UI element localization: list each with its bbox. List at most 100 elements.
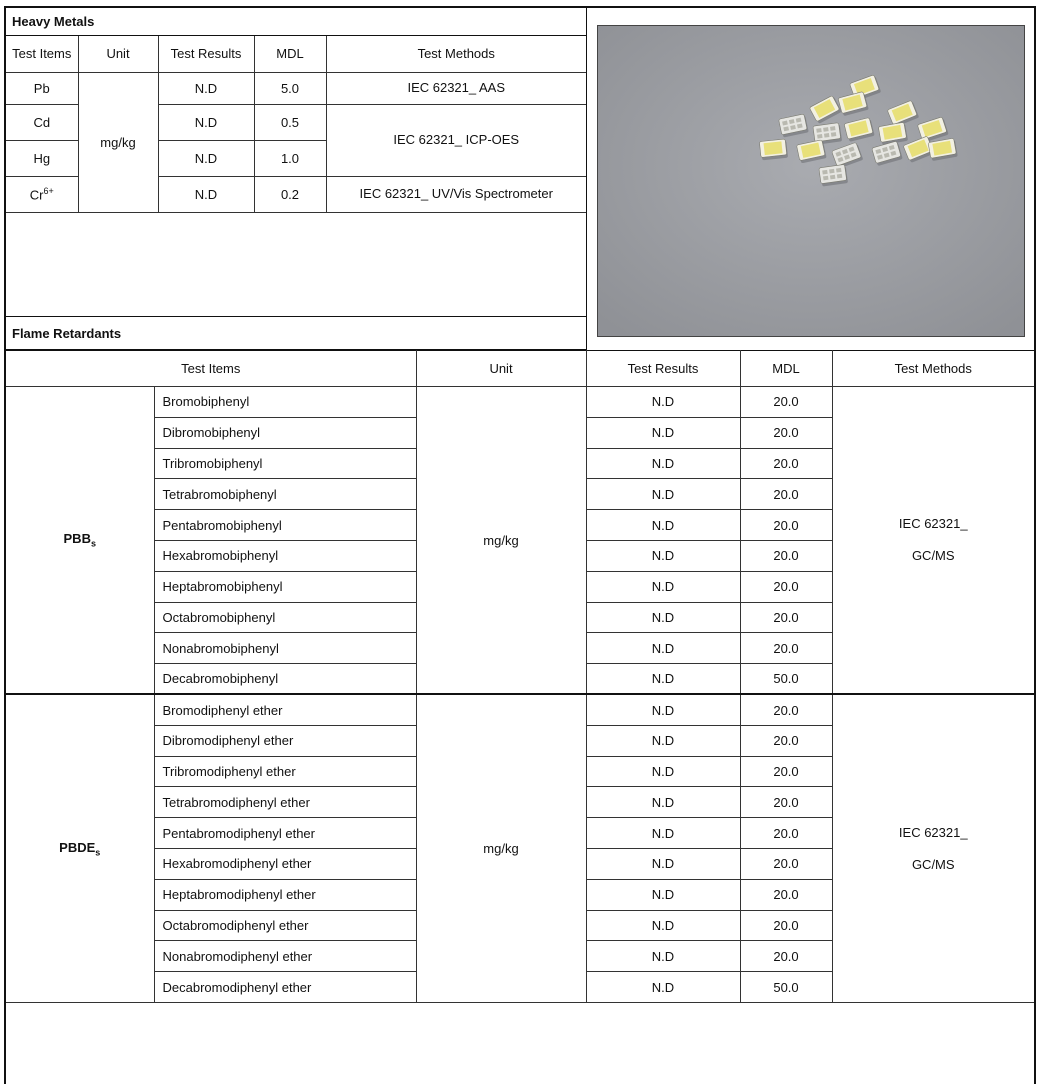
- metal-item-base: Cr: [29, 187, 44, 203]
- group-name: PBDEs: [6, 693, 155, 1003]
- compound-name: Decabromobiphenyl: [154, 663, 417, 695]
- compound-name: Pentabromobiphenyl: [154, 509, 417, 541]
- led-component: [818, 164, 848, 187]
- compound-mdl: 50.0: [739, 663, 832, 695]
- compound-mdl: 20.0: [739, 847, 832, 880]
- metal-method: IEC 62321_ ICP-OES: [325, 103, 586, 177]
- compound-mdl: 20.0: [739, 632, 832, 665]
- metal-result: N.D: [157, 139, 255, 177]
- group-method-line: GC/MS: [911, 548, 955, 564]
- group-method: IEC 62321_GC/MS: [831, 386, 1034, 695]
- metal-item: Hg: [6, 139, 79, 177]
- group-unit: mg/kg: [415, 693, 587, 1003]
- compound-mdl: 20.0: [739, 509, 832, 541]
- compound-result: N.D: [585, 663, 741, 695]
- compound-result: N.D: [585, 878, 741, 911]
- compound-result: N.D: [585, 386, 741, 418]
- led-component: [778, 113, 809, 138]
- heavy-metals-title: Heavy Metals: [6, 8, 586, 36]
- compound-name: Octabromodiphenyl ether: [154, 909, 417, 942]
- metal-mdl: 0.5: [253, 103, 327, 141]
- compound-name: Dibromodiphenyl ether: [154, 724, 417, 757]
- compound-name: Tetrabromobiphenyl: [154, 478, 417, 511]
- compound-name: Tribromodiphenyl ether: [154, 755, 417, 788]
- compound-mdl: 20.0: [739, 386, 833, 418]
- compound-name: Decabromodiphenyl ether: [154, 971, 417, 1003]
- led-component: [878, 122, 908, 145]
- compound-name: Dibromobiphenyl: [154, 416, 417, 449]
- header-unit: Unit: [77, 36, 159, 73]
- compound-name: Hexabromobiphenyl: [154, 539, 417, 572]
- metal-result: N.D: [157, 103, 255, 141]
- compound-name: Tribromobiphenyl: [154, 447, 417, 480]
- compound-mdl: 20.0: [739, 601, 832, 634]
- compound-name: Hexabromodiphenyl ether: [154, 847, 417, 880]
- compound-result: N.D: [585, 847, 741, 880]
- compound-result: N.D: [585, 724, 741, 757]
- header-test-items: Test Items: [6, 350, 417, 387]
- heavy-metals-section: Heavy Metals Test Items Unit Test Result…: [6, 8, 586, 350]
- table-row: Pb mg/kg N.D 5.0 IEC 62321_ AAS: [6, 71, 586, 213]
- compound-mdl: 20.0: [739, 878, 832, 911]
- compound-result: N.D: [585, 786, 741, 819]
- table-row: Hg N.D 1.0: [6, 139, 586, 177]
- compound-result: N.D: [585, 509, 741, 541]
- compound-result: N.D: [585, 416, 741, 449]
- header-test-methods: Test Methods: [325, 36, 586, 73]
- compound-name: Bromodiphenyl ether: [153, 693, 417, 726]
- compound-mdl: 20.0: [739, 447, 832, 480]
- led-component: [809, 95, 842, 124]
- led-component: [812, 122, 842, 145]
- compound-mdl: 20.0: [739, 724, 832, 757]
- table-row: Cr6+ N.D 0.2 IEC 62321_ UV/Vis Spectrome…: [6, 175, 586, 213]
- compound-mdl: 20.0: [739, 539, 832, 572]
- group-unit: mg/kg: [415, 386, 587, 695]
- group-method-line: GC/MS: [911, 856, 955, 872]
- compound-result: N.D: [585, 755, 741, 788]
- group-name: PBBs: [6, 386, 155, 695]
- led-component: [759, 138, 788, 161]
- test-report: Heavy Metals Test Items Unit Test Result…: [4, 6, 1036, 1084]
- compound-mdl: 20.0: [739, 909, 832, 942]
- flame-retardants-table: Test Items Unit Test Results MDL Test Me…: [6, 350, 1034, 1003]
- compound-name: Heptabromobiphenyl: [154, 570, 417, 603]
- metal-item: Cd: [6, 103, 79, 141]
- compound-mdl: 50.0: [739, 971, 832, 1003]
- header-unit: Unit: [415, 350, 587, 387]
- compound-result: N.D: [585, 570, 741, 603]
- sample-photo: [597, 25, 1025, 337]
- compound-name: Tetrabromodiphenyl ether: [154, 786, 417, 819]
- led-component: [928, 138, 958, 161]
- led-component: [903, 136, 935, 163]
- compound-result: N.D: [585, 632, 741, 665]
- header-test-methods: Test Methods: [831, 350, 1034, 387]
- group-method: IEC 62321_GC/MS: [831, 693, 1034, 1003]
- compound-result: N.D: [585, 539, 741, 572]
- compound-name: Pentabromodiphenyl ether: [154, 817, 417, 849]
- group-name-base: PBDE: [59, 839, 96, 855]
- led-component: [831, 142, 863, 169]
- flame-retardants-title: Flame Retardants: [6, 316, 586, 350]
- header-mdl: MDL: [253, 36, 327, 73]
- header-mdl: MDL: [739, 350, 833, 387]
- led-component: [887, 100, 919, 127]
- metal-unit: mg/kg: [77, 71, 159, 213]
- compound-mdl: 20.0: [739, 416, 832, 449]
- led-components-image: [598, 26, 1024, 336]
- compound-result: N.D: [585, 817, 741, 849]
- heavy-metals-header-row: Test Items Unit Test Results MDL Test Me…: [6, 36, 586, 73]
- group-name-base: PBB: [63, 531, 91, 547]
- compound-name: Nonabromodiphenyl ether: [154, 940, 417, 973]
- flame-retardants-header-row: Test Items Unit Test Results MDL Test Me…: [6, 350, 1034, 387]
- sample-photo-section: [586, 8, 1034, 350]
- group-name-subscript: s: [90, 539, 96, 550]
- compound-mdl: 20.0: [739, 570, 832, 603]
- compound-name: Octabromobiphenyl: [154, 601, 417, 634]
- compound-mdl: 20.0: [739, 693, 833, 726]
- metal-mdl: 1.0: [253, 139, 326, 177]
